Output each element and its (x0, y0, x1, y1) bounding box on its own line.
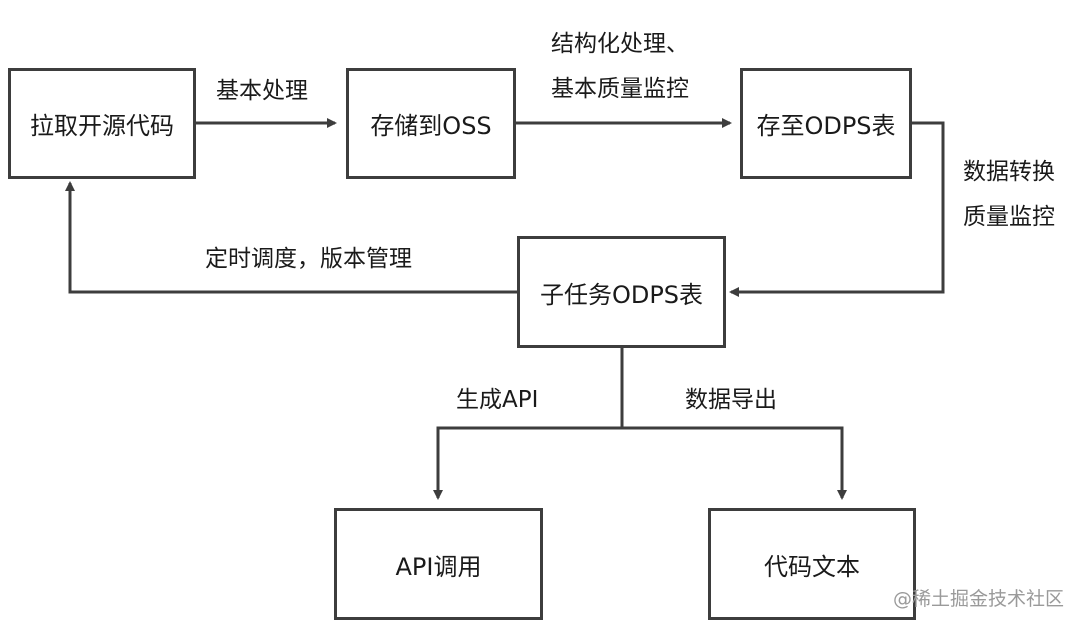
node-store-oss: 存储到OSS (346, 68, 516, 179)
edge-label-generate-api: 生成API (456, 387, 539, 413)
edge-label-schedule-version: 定时调度，版本管理 (205, 246, 412, 272)
edge-label-data-export: 数据导出 (685, 387, 777, 413)
node-api-call: API调用 (334, 508, 543, 620)
node-store-oss-label: 存储到OSS (370, 112, 492, 140)
node-save-odps: 存至ODPS表 (740, 68, 912, 179)
watermark-text: @稀土掘金技术社区 (892, 588, 1064, 610)
edge-label-structuring-1: 结构化处理、 (551, 31, 689, 57)
node-code-text-label: 代码文本 (764, 552, 860, 581)
edge-label-basic-processing: 基本处理 (216, 78, 308, 104)
edge-subtask-branch (433, 348, 624, 500)
node-pull-code: 拉取开源代码 (8, 68, 196, 179)
edge-subtask-to-pull (65, 181, 517, 294)
edge-label-structuring-2: 基本质量监控 (551, 76, 689, 102)
edge-odps-to-subtask (729, 121, 945, 297)
edge-label-transform-2: 质量监控 (963, 204, 1055, 230)
edge-branch-to-codetext (622, 426, 847, 500)
node-subtask-odps-label: 子任务ODPS表 (539, 280, 704, 309)
node-save-odps-label: 存至ODPS表 (756, 112, 896, 140)
node-subtask-odps: 子任务ODPS表 (517, 236, 726, 348)
node-api-call-label: API调用 (395, 552, 482, 581)
node-pull-code-label: 拉取开源代码 (30, 112, 174, 140)
node-code-text: 代码文本 (708, 508, 916, 620)
edge-label-transform-1: 数据转换 (963, 159, 1055, 185)
